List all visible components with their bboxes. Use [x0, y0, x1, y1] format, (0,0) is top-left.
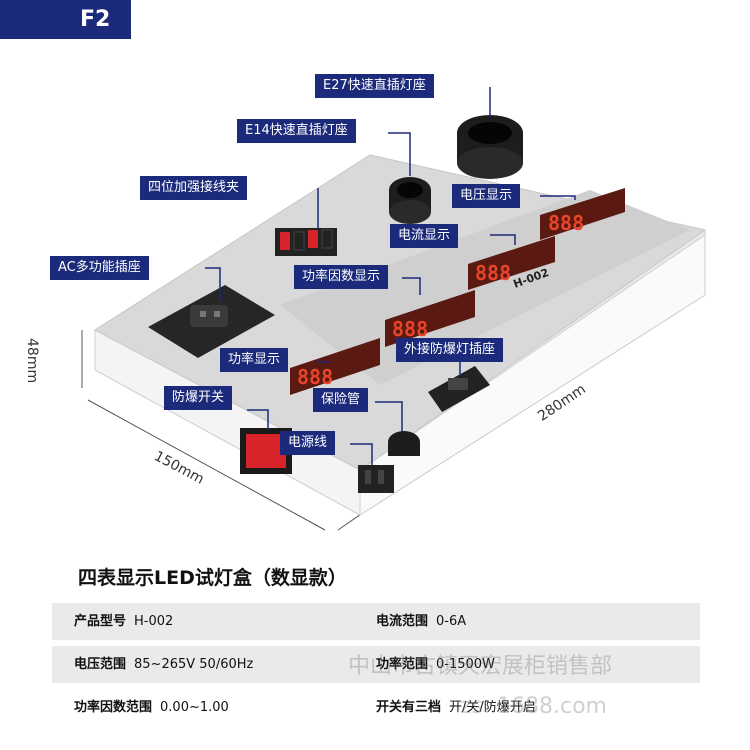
- spec-key: 功率范围: [376, 657, 429, 672]
- callout-cord: 电源线: [280, 431, 336, 455]
- callout-fuse: 保险管: [313, 388, 369, 412]
- callout-e27: E27快速直插灯座: [315, 74, 434, 98]
- product-title: 四表显示LED试灯盒（数显款）: [78, 567, 347, 589]
- spec-key: 功率因数范围: [74, 700, 153, 715]
- callout-switch: 防爆开关: [164, 386, 233, 410]
- meters: 888 888 888 888: [290, 188, 625, 395]
- callout-ac-socket: AC多功能插座: [50, 256, 149, 280]
- callout-clamp: 四位加强接线夹: [140, 176, 248, 200]
- e14-socket-shape: [389, 177, 431, 224]
- external-socket-shape: [428, 366, 490, 412]
- spec-table: 产品型号 H-002 电流范围 0-6A 电压范围 85~265V 50/60Hz 功…: [52, 603, 700, 732]
- callout-pf: 功率因数显示: [294, 265, 389, 289]
- svg-text:888: 888: [392, 317, 428, 341]
- e27-socket-shape: [457, 115, 523, 179]
- callout-voltage: 电压显示: [452, 184, 521, 208]
- dimension-height: 48mm: [24, 338, 40, 384]
- callout-connectors: [205, 87, 576, 465]
- callout-e14: E14快速直插灯座: [237, 119, 356, 143]
- spec-value: 开/关/防爆开启: [449, 700, 536, 715]
- svg-text:888: 888: [548, 211, 584, 235]
- spec-value: H-002: [134, 614, 174, 629]
- section-badge: F2: [0, 0, 131, 39]
- watermark-line1: 中山市古镇天宏展柜销售部: [348, 654, 613, 679]
- spec-key: 电流范围: [376, 614, 429, 629]
- svg-text:888: 888: [297, 365, 333, 389]
- spec-value: 0-1500W: [436, 657, 495, 672]
- spec-value: 0.00~1.00: [160, 700, 229, 715]
- spec-row: 产品型号 H-002 电流范围 0-6A: [52, 603, 700, 640]
- spec-key: 电压范围: [74, 657, 127, 672]
- spec-row: 电压范围 85~265V 50/60Hz 功率范围 0-1500W: [52, 646, 700, 683]
- callout-current: 电流显示: [390, 224, 459, 248]
- svg-text:888: 888: [475, 261, 511, 285]
- callout-power: 功率显示: [220, 348, 289, 372]
- callout-ext-socket: 外接防爆灯插座: [396, 338, 504, 362]
- fuse-shape: [388, 431, 420, 456]
- spec-key: 开关有三档: [376, 700, 442, 715]
- spec-key: 产品型号: [74, 614, 127, 629]
- product-illustration: 888 888 888 888 H-002: [0, 40, 750, 550]
- wire-clamp-shape: [275, 228, 337, 256]
- spec-row: 功率因数范围 0.00~1.00 开关有三档开/关/防爆开启: [52, 689, 700, 726]
- ac-socket-shape: [148, 285, 275, 358]
- cord-shape: [358, 465, 394, 493]
- watermark-line2: zs..1688.com: [460, 694, 607, 719]
- test-box-drawing: 888 888 888 888 H-002: [81, 87, 707, 531]
- spec-value: 0-6A: [436, 614, 467, 629]
- spec-value: 85~265V 50/60Hz: [134, 657, 254, 672]
